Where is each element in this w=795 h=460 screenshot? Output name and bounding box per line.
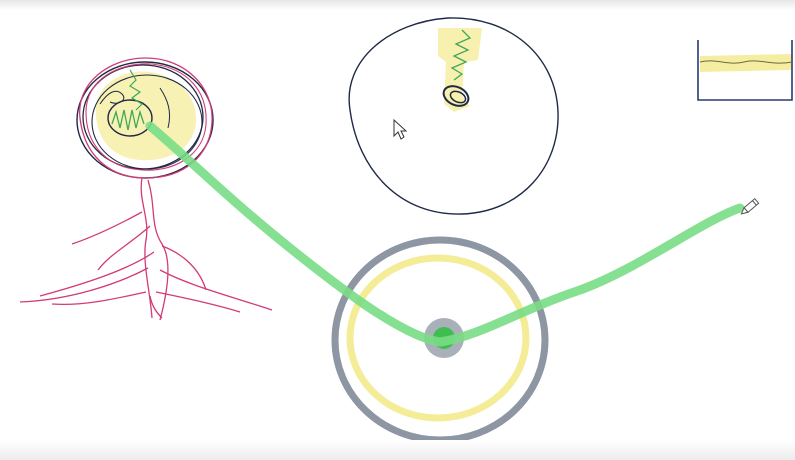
cursor-arrow-icon (394, 120, 406, 139)
middle-circle-drawing (349, 18, 558, 214)
container-drawing (698, 40, 792, 100)
bottom-edge-shade (0, 440, 795, 460)
green-connector-line (150, 126, 740, 342)
middle-circle-yellow-highlight (438, 28, 482, 112)
